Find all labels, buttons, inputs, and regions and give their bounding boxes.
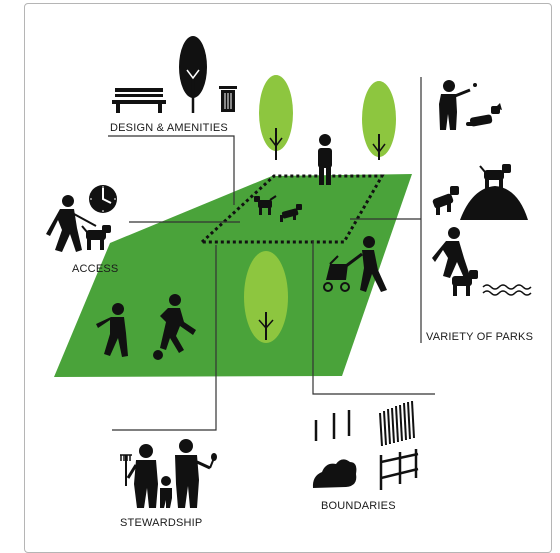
clock-icon (89, 185, 117, 213)
label-stewardship: STEWARDSHIP (120, 517, 202, 529)
hedge-icon (313, 459, 356, 488)
posts-icon (316, 410, 349, 441)
dogs-on-hill-icon (432, 164, 528, 220)
tree-icon (179, 36, 207, 113)
person-and-dog-by-water-icon (432, 227, 531, 296)
tree-icon (244, 251, 288, 343)
label-access: ACCESS (72, 263, 118, 275)
family-with-rake-icon (120, 439, 217, 508)
rail-fence-icon (381, 449, 418, 490)
label-design-amenities: DESIGN & AMENITIES (110, 122, 228, 134)
fence-icon (380, 401, 414, 446)
trash-can-icon (219, 86, 237, 112)
tree-icon (259, 75, 293, 160)
label-variety-of-parks: VARIETY OF PARKS (426, 331, 533, 343)
tree-icon (362, 81, 396, 160)
label-boundaries: BOUNDARIES (321, 500, 396, 512)
person-throwing-ball-to-dog-icon (439, 80, 502, 130)
park-bench-icon (112, 88, 166, 113)
